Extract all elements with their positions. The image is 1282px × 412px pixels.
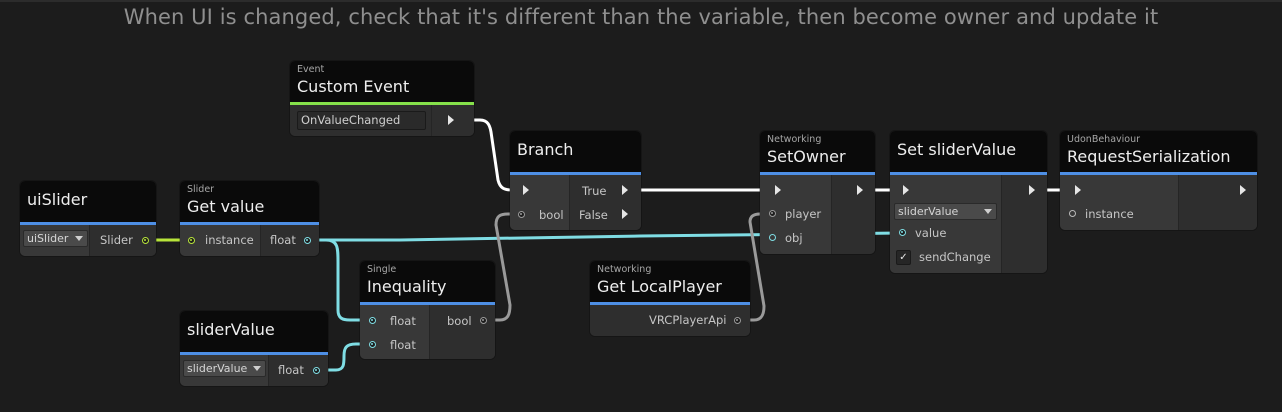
exec-input-icon[interactable] xyxy=(523,185,529,195)
node-category: Networking xyxy=(597,264,652,275)
input-label: float xyxy=(390,338,416,352)
exec-input-icon[interactable] xyxy=(1075,185,1081,195)
node-branch[interactable]: Branch bool True False xyxy=(510,131,641,230)
input-port-float-b[interactable] xyxy=(369,341,376,348)
input-port-float-a[interactable] xyxy=(369,317,376,324)
node-title: RequestSerialization xyxy=(1067,147,1231,166)
exec-output-icon[interactable] xyxy=(1029,185,1035,195)
node-custom-event[interactable]: Event Custom Event OnValueChanged xyxy=(290,61,474,136)
input-port-player[interactable] xyxy=(769,210,776,217)
node-get-local-player[interactable]: Networking Get LocalPlayer VRCPlayerApi xyxy=(590,261,750,336)
node-set-slider-value[interactable]: Set sliderValue sliderValue value ✓ send… xyxy=(890,131,1047,273)
dropdown-value: sliderValue xyxy=(187,362,248,375)
dropdown-value: uiSlider xyxy=(27,232,69,245)
output-label: VRCPlayerApi xyxy=(649,313,727,327)
output-port-vrcplayerapi[interactable] xyxy=(734,317,741,324)
output-port-float[interactable] xyxy=(313,367,320,374)
input-label: value xyxy=(915,226,947,240)
send-change-checkbox[interactable]: ✓ xyxy=(896,250,911,265)
exec-output-true-icon[interactable] xyxy=(622,185,628,195)
node-title: Inequality xyxy=(367,277,447,296)
node-title: Branch xyxy=(517,140,574,159)
output-label: bool xyxy=(447,314,472,328)
node-ui-slider[interactable]: uiSlider uiSlider Slider xyxy=(20,181,156,256)
chevron-down-icon xyxy=(253,366,261,371)
group-title[interactable]: When UI is changed, check that it's diff… xyxy=(123,5,1159,29)
variable-dropdown[interactable]: sliderValue xyxy=(894,203,997,220)
dropdown-value: sliderValue xyxy=(898,205,959,218)
input-port-instance[interactable] xyxy=(188,237,195,244)
node-title: SetOwner xyxy=(767,147,846,166)
node-inequality[interactable]: Single Inequality float float bool xyxy=(360,261,495,359)
input-label: instance xyxy=(205,233,254,247)
output-port-float[interactable] xyxy=(304,237,311,244)
output-label-false: False xyxy=(579,208,608,222)
node-title: uiSlider xyxy=(27,190,88,209)
node-title: sliderValue xyxy=(187,320,275,339)
input-port-bool[interactable] xyxy=(518,211,525,218)
output-label: Slider xyxy=(100,233,133,247)
variable-dropdown[interactable]: uiSlider xyxy=(23,230,88,247)
exec-output-icon[interactable] xyxy=(1240,185,1246,195)
output-label-true: True xyxy=(582,184,607,198)
exec-input-icon[interactable] xyxy=(775,185,781,195)
exec-input-icon[interactable] xyxy=(903,185,909,195)
node-title: Custom Event xyxy=(297,77,410,96)
input-label: sendChange xyxy=(919,250,991,264)
input-port-value[interactable] xyxy=(899,229,906,236)
node-category: Event xyxy=(297,64,325,75)
node-category: Single xyxy=(367,264,397,275)
input-label: instance xyxy=(1085,207,1134,221)
node-title: Get value xyxy=(187,197,265,216)
exec-output-icon[interactable] xyxy=(448,115,454,125)
node-slider-value[interactable]: sliderValue sliderValue float xyxy=(180,311,328,386)
output-port-bool[interactable] xyxy=(480,317,487,324)
chevron-down-icon xyxy=(984,209,992,214)
input-port-instance[interactable] xyxy=(1069,210,1076,217)
input-label: obj xyxy=(785,231,803,245)
event-name-input[interactable]: OnValueChanged xyxy=(297,111,426,130)
chevron-down-icon xyxy=(75,236,83,241)
node-category: UdonBehaviour xyxy=(1067,134,1141,145)
variable-dropdown[interactable]: sliderValue xyxy=(183,360,266,377)
input-label: bool xyxy=(539,208,564,222)
output-label: float xyxy=(278,363,304,377)
node-get-value[interactable]: Slider Get value instance float xyxy=(180,181,319,256)
top-border xyxy=(0,0,1282,2)
input-label: float xyxy=(390,314,416,328)
node-category: Networking xyxy=(767,134,822,145)
node-category: Slider xyxy=(187,184,215,195)
node-request-serialization[interactable]: UdonBehaviour RequestSerialization insta… xyxy=(1060,131,1257,230)
node-set-owner[interactable]: Networking SetOwner player obj xyxy=(760,131,875,254)
exec-output-icon[interactable] xyxy=(857,185,863,195)
output-port-slider[interactable] xyxy=(142,237,149,244)
input-label: player xyxy=(785,207,822,221)
output-label: float xyxy=(270,233,296,247)
exec-output-false-icon[interactable] xyxy=(622,209,628,219)
input-port-obj[interactable] xyxy=(769,234,776,241)
node-title: Get LocalPlayer xyxy=(597,277,722,296)
node-title: Set sliderValue xyxy=(897,140,1017,159)
